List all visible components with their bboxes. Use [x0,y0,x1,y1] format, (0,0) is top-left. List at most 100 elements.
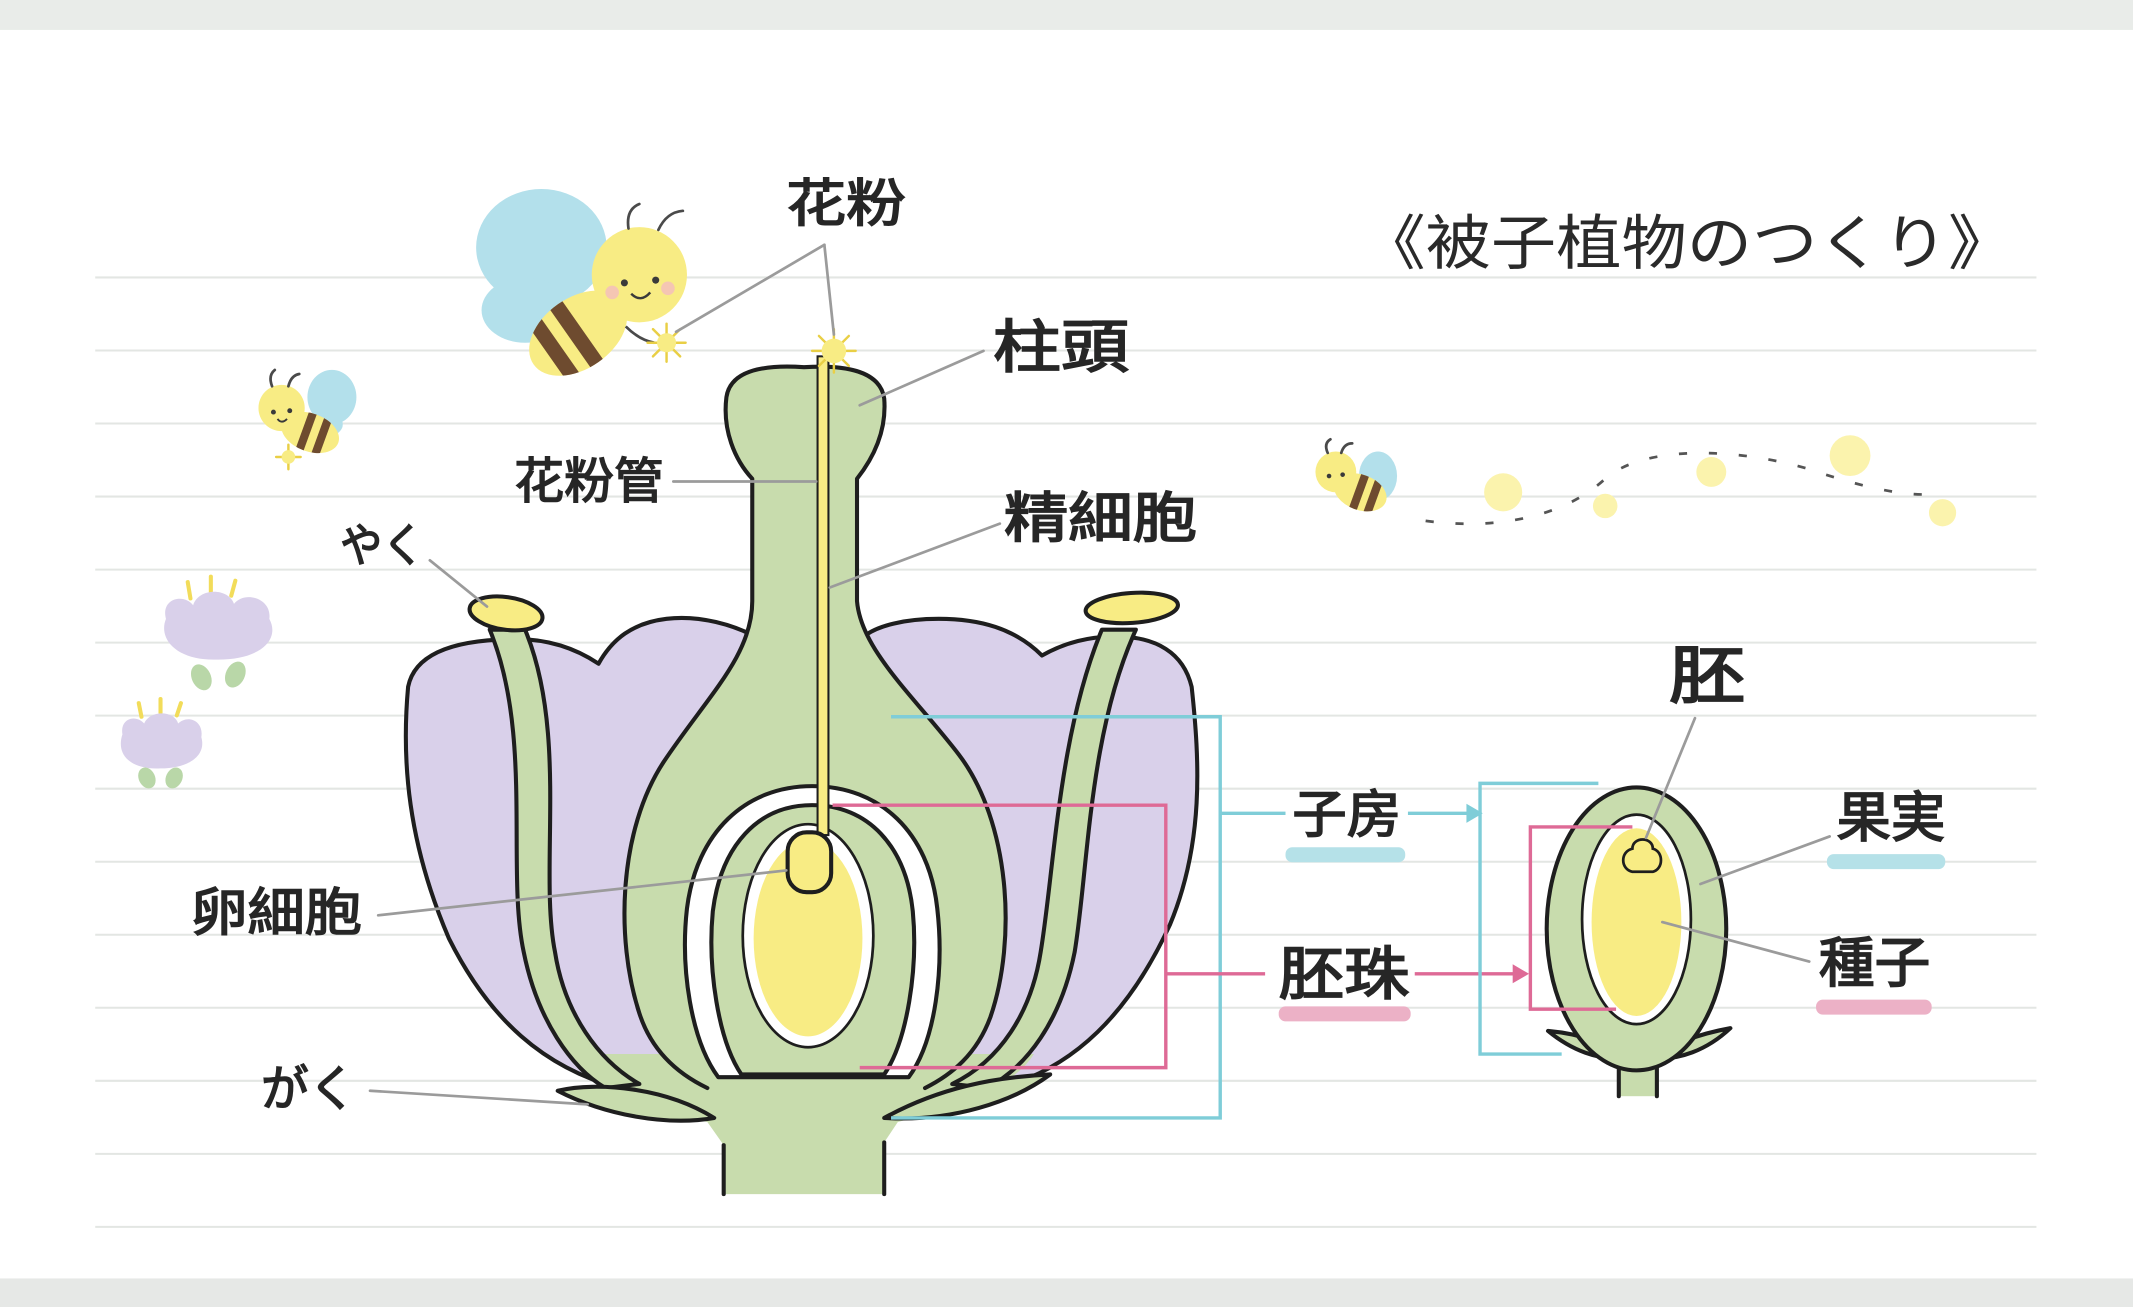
bee-icon [1315,437,1398,519]
pistil-outline [622,364,1008,1091]
seed-bracket [1528,825,1633,1011]
bee-stripe [524,312,584,388]
bee-stripe [546,296,607,373]
bee-wing [307,369,357,425]
bee-blush [605,285,619,300]
arrow-head [1466,803,1483,823]
pollen-grain [821,338,847,364]
bee-wing [476,189,607,307]
flower-leaf [224,661,246,688]
fruit-cross-section [1544,785,1733,1099]
egg-cell [785,830,834,895]
bee-antenna [657,209,685,232]
pollen-grain [657,333,677,353]
anther [467,594,545,633]
pollen-dot [1829,435,1871,477]
stigma-leader [858,349,985,407]
pollen-dot [1928,499,1957,527]
bee-eye [270,409,276,415]
bee-smile [630,291,652,300]
egg-cell-leader [376,869,788,917]
flower-leaf [138,767,156,789]
fruit-leader [1699,835,1832,886]
sepal [882,1072,1053,1121]
bee-eye [1340,472,1345,477]
bee-icon [258,368,357,471]
bee-stripe [1360,473,1385,519]
flight-trail [1425,451,1935,526]
label-egg-cell: 卵細胞 [190,883,361,943]
flower-stamen [229,578,238,598]
ovule-highlight [1278,1006,1411,1022]
bee-head [258,384,305,432]
seed [1591,828,1682,1016]
bee-antenna [269,368,277,388]
fruit-highlight [1826,854,1946,870]
label-stigma: 柱頭 [993,315,1130,381]
label-pollen: 花粉 [786,175,906,235]
pollen-grain [281,450,296,464]
pollen-tube [816,355,830,837]
label-anther: やく [340,519,424,573]
bee-icon [476,189,687,388]
flower-leaf [165,767,183,789]
bee-stripe [307,412,334,461]
label-sperm-cell: 精細胞 [1004,487,1197,550]
sepal-leader [368,1089,590,1106]
ovary-bracket [891,715,1286,1120]
sepal [555,1084,717,1123]
pollen-icon [810,327,857,374]
bee-eye [620,279,628,287]
bee-arm [624,325,655,345]
pollen-dot [1592,493,1618,519]
diagram-title: 《被子植物のつくり》 [1360,209,2013,279]
bee-antenna [287,372,301,388]
seed-highlight [1816,999,1932,1015]
bee-antenna [1324,437,1332,455]
ovary-highlight [1285,847,1406,863]
pollen-dot [1484,473,1523,512]
anther-leader [428,558,489,608]
label-ovary: 子房 [1292,785,1401,845]
flower-icon [120,697,203,789]
bee-stripe [292,406,319,461]
bee-antenna [626,202,641,230]
bee-blush [661,281,675,296]
flower-stamen [174,701,183,718]
label-seed: 種子 [1819,932,1931,995]
bee-eye [287,408,293,414]
filament [950,627,1138,1091]
seed-leader [1660,920,1811,963]
embryo-sac [753,840,863,1037]
pollen-icon [646,322,687,363]
flower-stamen [136,701,144,719]
pollen-leader-stigma [823,243,836,336]
bottom-bar [0,1278,2133,1307]
flower-petals [164,591,273,660]
label-sepal: がく [261,1061,356,1118]
bee-head [591,227,687,323]
label-pollen-tube: 花粉管 [514,453,664,510]
bee-head [1315,451,1357,493]
flower-stamen [185,580,193,601]
bee-eye [652,276,660,284]
embryo-leader [1644,716,1697,840]
label-ovule: 胚珠 [1279,942,1411,1008]
bee-stripe [1346,468,1371,518]
arrow-head [1512,964,1530,984]
sperm-cell-leader [828,522,1002,589]
flower-icon [164,574,273,691]
filament [487,627,642,1091]
top-bar [0,0,2133,30]
pollen-leader-bee [674,243,826,334]
pollen-icon [274,443,302,471]
ovule-bracket [832,803,1266,1070]
bee-antenna [1339,442,1354,455]
bee-smile [276,418,288,423]
embryo [1621,838,1663,874]
label-fruit: 果実 [1836,786,1945,849]
bee-eye [1326,473,1332,479]
pollen-dot [1696,456,1727,487]
flower-leaf [190,664,212,691]
